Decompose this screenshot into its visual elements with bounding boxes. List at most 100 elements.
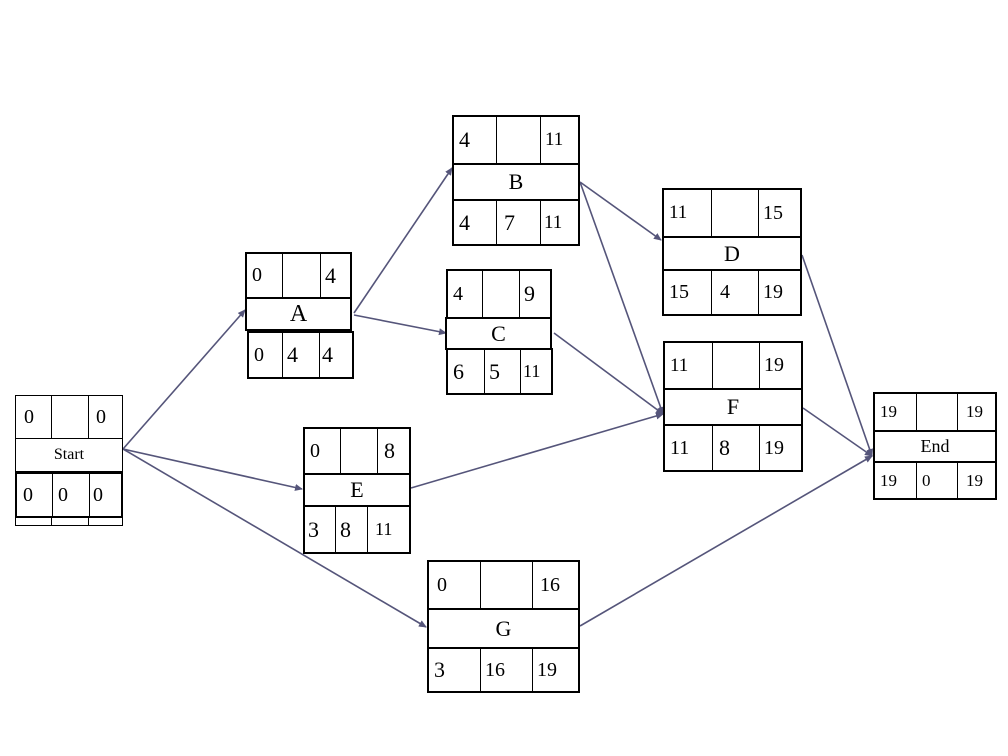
node-a: 0 4 A 0 4 4 bbox=[245, 252, 354, 379]
edge-g-to-end bbox=[579, 455, 873, 627]
node-c-es: 4 bbox=[453, 282, 463, 305]
node-a-bottom-row: 0 4 4 bbox=[247, 331, 354, 379]
node-d-top-row: 11 15 bbox=[662, 188, 802, 238]
node-f-lf: 19 bbox=[764, 436, 784, 459]
node-b-ef: 11 bbox=[545, 129, 564, 150]
edge-b-to-f bbox=[579, 181, 664, 415]
node-g: 0 16 G 3 16 19 bbox=[427, 560, 580, 693]
node-d-bottom-row: 15 4 19 bbox=[662, 269, 802, 316]
node-end-ls: 19 bbox=[880, 470, 897, 490]
node-b-bottom-row: 4 7 11 bbox=[452, 199, 580, 246]
edge-start-to-g bbox=[122, 448, 427, 628]
node-a-ls: 0 bbox=[254, 343, 264, 366]
node-b-duration: 7 bbox=[504, 209, 515, 235]
node-e-bottom-row: 3 8 11 bbox=[303, 505, 411, 554]
node-e-label: E bbox=[303, 473, 411, 507]
node-start-ef: 0 bbox=[96, 406, 106, 428]
node-end-bottom-row: 19 0 19 bbox=[873, 461, 997, 500]
edge-start-to-e bbox=[122, 448, 303, 491]
node-start: 0 0 Start 0 0 0 bbox=[15, 395, 123, 530]
node-e-ef: 8 bbox=[384, 438, 395, 463]
node-start-ls: 0 bbox=[23, 483, 33, 506]
node-a-top-row: 0 4 bbox=[245, 252, 352, 299]
node-start-es: 0 bbox=[24, 406, 34, 428]
node-start-lf: 0 bbox=[93, 483, 103, 506]
node-d-label: D bbox=[662, 236, 802, 271]
node-start-label: Start bbox=[15, 438, 123, 472]
edge-d-to-end bbox=[801, 254, 874, 457]
node-g-es: 0 bbox=[437, 573, 447, 596]
node-a-ef: 4 bbox=[325, 262, 336, 288]
edge-c-to-f bbox=[553, 332, 664, 415]
node-e-top-mid bbox=[340, 429, 377, 473]
node-c: 4 9 C 6 5 11 bbox=[445, 269, 553, 395]
node-g-duration: 16 bbox=[485, 658, 505, 681]
node-g-top-mid bbox=[480, 562, 532, 608]
node-e-es: 0 bbox=[310, 439, 320, 462]
node-e-lf: 11 bbox=[375, 519, 393, 539]
node-b-top-mid bbox=[496, 117, 540, 163]
node-g-ls: 3 bbox=[434, 657, 445, 682]
node-f-label: F bbox=[663, 388, 803, 426]
node-start-top-mid bbox=[51, 396, 88, 439]
node-g-ef: 16 bbox=[540, 573, 560, 596]
node-b-lf: 11 bbox=[544, 211, 563, 233]
node-start-duration: 0 bbox=[58, 483, 68, 506]
node-end: 19 19 End 19 0 19 bbox=[873, 392, 997, 500]
node-a-label: A bbox=[245, 297, 352, 331]
node-f-ls: 11 bbox=[670, 436, 690, 459]
node-c-duration: 5 bbox=[489, 358, 500, 384]
node-c-bottom-row: 6 5 11 bbox=[446, 348, 553, 395]
node-f-duration: 8 bbox=[719, 435, 730, 460]
node-d: 11 15 D 15 4 19 bbox=[662, 188, 802, 316]
edge-start-to-a bbox=[122, 309, 246, 450]
edge-a-to-c bbox=[353, 314, 447, 336]
node-a-es: 0 bbox=[252, 264, 262, 286]
node-f-es: 11 bbox=[670, 354, 689, 376]
node-d-ls: 15 bbox=[669, 281, 689, 303]
node-c-lf: 11 bbox=[523, 361, 541, 381]
edge-f-to-end bbox=[802, 407, 873, 457]
node-e-ls: 3 bbox=[308, 516, 319, 542]
node-end-duration: 0 bbox=[922, 470, 931, 490]
node-c-top-row: 4 9 bbox=[446, 269, 552, 319]
node-f: 11 19 F 11 8 19 bbox=[663, 341, 803, 472]
node-start-footer-strip bbox=[15, 517, 123, 526]
node-e-top-row: 0 8 bbox=[303, 427, 411, 475]
node-b-es: 4 bbox=[459, 127, 470, 152]
node-d-duration: 4 bbox=[720, 281, 730, 303]
node-a-duration: 4 bbox=[287, 342, 298, 367]
node-d-ef: 15 bbox=[763, 201, 783, 224]
node-e-duration: 8 bbox=[340, 516, 351, 542]
node-g-bottom-row: 3 16 19 bbox=[427, 647, 580, 693]
node-end-lf: 19 bbox=[966, 470, 983, 490]
node-end-top-mid bbox=[916, 394, 957, 430]
node-c-ls: 6 bbox=[453, 358, 464, 384]
node-b-top-row: 4 11 bbox=[452, 115, 580, 165]
node-end-ef: 19 bbox=[966, 402, 983, 421]
node-b-label: B bbox=[452, 163, 580, 201]
node-b: 4 11 B 4 7 11 bbox=[452, 115, 580, 246]
node-c-ef: 9 bbox=[524, 281, 535, 306]
node-d-lf: 19 bbox=[763, 281, 783, 303]
edge-e-to-f bbox=[410, 412, 664, 489]
node-g-top-row: 0 16 bbox=[427, 560, 580, 610]
node-d-es: 11 bbox=[669, 202, 688, 223]
node-f-ef: 19 bbox=[764, 354, 784, 376]
node-start-bottom-row: 0 0 0 bbox=[15, 472, 123, 518]
node-end-top-row: 19 19 bbox=[873, 392, 997, 432]
node-g-label: G bbox=[427, 608, 580, 649]
node-b-ls: 4 bbox=[459, 209, 470, 235]
node-a-lf: 4 bbox=[322, 342, 333, 367]
edge-a-to-b bbox=[353, 167, 453, 314]
node-f-top-row: 11 19 bbox=[663, 341, 803, 390]
node-end-label: End bbox=[873, 430, 997, 463]
node-c-label: C bbox=[445, 317, 552, 350]
node-f-top-mid bbox=[712, 343, 759, 388]
node-start-top-row: 0 0 bbox=[15, 395, 123, 440]
node-d-top-mid bbox=[711, 190, 758, 236]
node-end-es: 19 bbox=[880, 402, 897, 421]
node-c-top-mid bbox=[482, 271, 519, 317]
node-g-lf: 19 bbox=[537, 658, 557, 681]
